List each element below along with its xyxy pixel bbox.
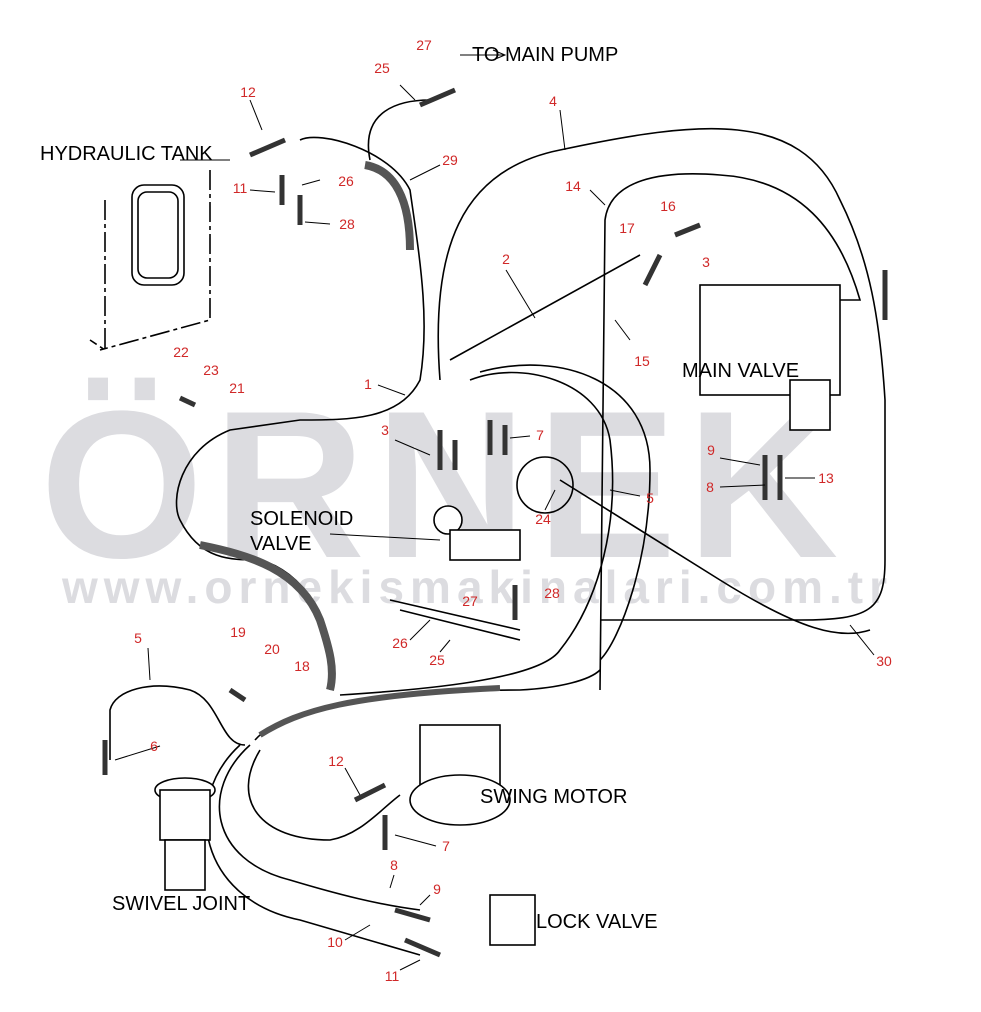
callout-number: 25 [374,60,390,76]
callout-number: 3 [702,254,710,270]
callout-number: 27 [416,37,432,53]
callout-number: 22 [173,344,189,360]
leader-lines [114,49,875,971]
lock-valve-body [489,894,536,946]
callout-number: 4 [549,93,557,109]
callout-number: 1 [364,376,372,392]
callout-number: 8 [706,479,714,495]
callout-number: 5 [134,630,142,646]
callout-number: 2 [502,251,510,267]
callout-number: 11 [384,968,400,984]
callout-number: 24 [535,511,551,527]
callout-number: 6 [150,738,158,754]
callout-number: 28 [544,585,560,601]
solenoid-block [449,529,521,561]
callout-number: 15 [634,353,650,369]
callout-number: 25 [429,652,445,668]
label-solenoid-valve-line1: SOLENOID [250,508,354,530]
callout-number: 13 [818,470,834,486]
main-valve-body [699,284,841,396]
hose-14 [599,173,862,691]
hose-5b [479,364,651,661]
label-hydraulic-tank: HYDRAULIC TANK [40,143,213,165]
label-to-main-pump: TO MAIN PUMP [472,44,619,66]
hose-26 [399,609,521,641]
callout-number: 12 [328,753,344,769]
label-solenoid-valve-line2: VALVE [250,533,312,555]
fittings [102,87,888,958]
tank-sight-glass [131,184,185,286]
callout-number: 26 [392,635,408,651]
callout-number: 26 [338,173,354,189]
watermark-url: www.ornekismakinalari.com.tr [62,561,893,613]
callout-number: 9 [707,442,715,458]
hose-spiral [364,161,414,251]
hose-spiral-2 [199,541,336,691]
hose-8 [218,744,421,911]
callout-number: 16 [660,198,676,214]
callout-number: 28 [339,216,355,232]
hose-30 [559,479,871,635]
callout-number: 19 [230,624,246,640]
hose-10 [205,744,421,956]
callout-number: 23 [203,362,219,378]
callout-number: 11 [232,180,248,196]
callout-number: 12 [240,84,256,100]
label-main-valve: MAIN VALVE [682,360,800,382]
callout-number: 18 [294,658,310,674]
callout-number: 29 [442,152,458,168]
hydraulic-tank-outline [89,170,211,352]
callout-number: 17 [619,220,635,236]
solenoid-accumulator [433,505,463,535]
callout-number: 3 [381,422,389,438]
callout-number: 21 [229,380,245,396]
hose-5 [339,371,614,696]
callout-number: 30 [876,653,892,669]
callout-number: 5 [646,490,654,506]
hose-bundle-2 [258,685,501,738]
hose-5-left [109,685,246,760]
callout-number: 20 [264,641,280,657]
callout-number: 7 [536,427,544,443]
callout-number: 14 [565,178,581,194]
label-swivel-joint: SWIVEL JOINT [112,893,251,915]
callout-number: 7 [442,838,450,854]
label-swing-motor: SWING MOTOR [480,786,628,808]
label-lock-valve: LOCK VALVE [536,911,658,933]
hose-25b [389,599,521,631]
callout-number: 27 [462,593,478,609]
callout-number: 8 [390,857,398,873]
callout-number: 10 [327,934,343,950]
hose-12 [247,749,401,841]
callout-number: 9 [433,881,441,897]
hose-2 [449,254,641,361]
hose-4 [437,127,886,621]
hose-25 [367,99,431,161]
watermark-brand: ÖRNEK [40,367,849,602]
